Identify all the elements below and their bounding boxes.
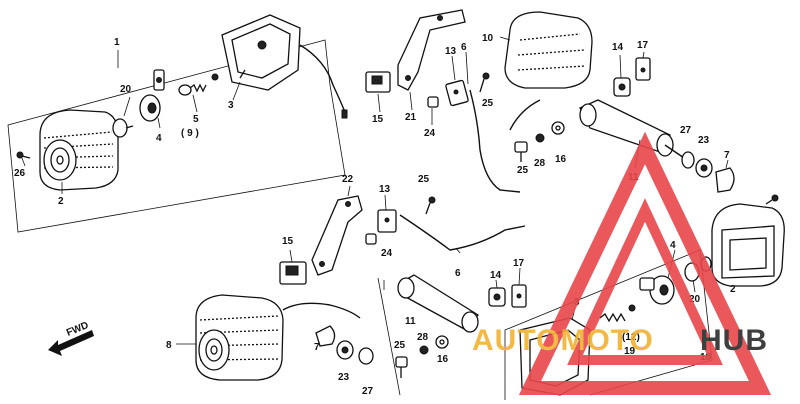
screw-28-right-icon <box>765 194 779 205</box>
part-label-17: 17 <box>637 40 649 51</box>
fwd-arrow: FWD <box>48 320 94 356</box>
housing-3-icon <box>221 14 301 91</box>
cap-7b-icon <box>315 325 336 347</box>
watermark-triangle-icon <box>518 131 772 395</box>
socket-4b-icon <box>639 275 675 305</box>
part-label-20: 20 <box>689 294 701 305</box>
part-label-2: 2 <box>730 284 736 295</box>
part-label-28: 28 <box>417 332 429 343</box>
wire-front-left <box>299 44 346 113</box>
part-label-25: 25 <box>482 98 494 109</box>
part-label-6: 6 <box>461 42 467 53</box>
watermark-text-left: AUTOMOTO <box>472 324 654 357</box>
arm-11-lower-icon <box>397 274 479 333</box>
socket-4-icon <box>139 69 165 122</box>
nut-23-icon <box>695 158 713 178</box>
part-label-28: 28 <box>534 158 546 169</box>
washer-27b-icon <box>358 347 374 365</box>
bulb-20-icon <box>112 118 134 138</box>
spring-5-icon <box>178 73 219 96</box>
part-label-5: 5 <box>193 114 199 125</box>
part-label-20: 20 <box>120 84 132 95</box>
watermark-logo: AUTOMOTO HUB <box>472 131 772 395</box>
part-label-12: (12) <box>622 332 640 343</box>
grommet-24b-icon <box>365 233 377 245</box>
part-label-11: 11 <box>405 316 416 327</box>
part-label-4: 4 <box>670 240 676 251</box>
part-label-13: 13 <box>379 184 391 195</box>
part-label-15: 15 <box>282 236 294 247</box>
part-label-21: 21 <box>405 112 417 123</box>
clip-17-icon <box>635 57 651 81</box>
lens-2-icon <box>39 109 119 191</box>
part-label-6: 6 <box>455 268 461 279</box>
lens-2b-icon <box>711 203 785 287</box>
part-label-15: 15 <box>372 114 384 125</box>
clip-15b-icon <box>279 261 307 285</box>
assembly-rear <box>176 185 785 400</box>
bolt-25d-icon <box>395 356 408 378</box>
part-label-4: 4 <box>156 133 162 144</box>
washer-27-icon <box>681 151 695 169</box>
part-label-14: 14 <box>490 270 502 281</box>
part-label-26: 26 <box>14 168 26 179</box>
nut-23b-icon <box>336 340 354 360</box>
grommet-24-icon <box>427 96 439 108</box>
watermark-text-right: HUB <box>700 324 768 357</box>
socket-14-icon <box>613 77 631 97</box>
screw-26-icon <box>16 151 31 159</box>
connector-icon <box>341 109 348 119</box>
part-label-25: 25 <box>394 340 406 351</box>
part-label-19: 19 <box>624 346 636 357</box>
bracket-21-icon <box>397 9 466 91</box>
clip-17b-icon <box>511 284 527 308</box>
part-label-24: 24 <box>424 128 436 139</box>
bolt-25c-icon <box>425 196 436 215</box>
washer-16b-icon <box>435 335 449 349</box>
nut-28-icon <box>535 133 545 143</box>
spring-12-icon <box>599 304 636 323</box>
part-label-10: 10 <box>482 33 494 44</box>
part-label-23: 23 <box>338 372 350 383</box>
part-label-27: 27 <box>680 125 692 136</box>
part-label-3: 3 <box>228 100 234 111</box>
part-label-14: 14 <box>612 42 624 53</box>
part-label-27: 27 <box>362 386 374 397</box>
plate-13-icon <box>445 79 469 107</box>
part-label-25: 25 <box>517 165 529 176</box>
part-label-9: ( 9 ) <box>181 128 199 139</box>
lens-10-icon <box>499 11 593 89</box>
part-labels: 1 2 2 3 3 4 4 5 ( 9 ) 6 6 7 7 8 10 11 11… <box>14 33 736 397</box>
bracket-22-icon <box>311 195 363 276</box>
washer-16-icon <box>551 121 565 135</box>
part-label-25: 25 <box>418 174 430 185</box>
part-label-7: 7 <box>724 150 730 161</box>
part-label-2: 2 <box>58 196 64 207</box>
watermark-inner-triangle-icon <box>567 198 723 365</box>
cap-7-icon <box>715 167 735 193</box>
assembly-front-left <box>7 14 348 233</box>
bolt-25b-icon <box>514 141 528 162</box>
part-label-13: 13 <box>445 46 457 57</box>
part-label-17: 17 <box>513 258 525 269</box>
part-label-16: 16 <box>437 354 449 365</box>
clip-15-icon <box>365 71 391 93</box>
part-label-7: 7 <box>314 342 320 353</box>
wire-6-lower <box>399 214 526 251</box>
part-label-22: 22 <box>342 174 354 185</box>
socket-14b-icon <box>488 287 506 307</box>
bolt-25-icon <box>479 72 490 93</box>
part-label-1: 1 <box>114 37 120 48</box>
wire-6-upper <box>469 89 521 193</box>
assembly-front-right <box>365 9 779 205</box>
part-label-23: 23 <box>698 135 710 146</box>
part-label-8: 8 <box>166 340 172 351</box>
nut-28b-icon <box>419 345 429 355</box>
part-label-16: 16 <box>555 154 567 165</box>
lamp-8-icon <box>195 294 361 381</box>
plate-13b-icon <box>377 209 397 233</box>
part-label-24: 24 <box>381 248 393 259</box>
